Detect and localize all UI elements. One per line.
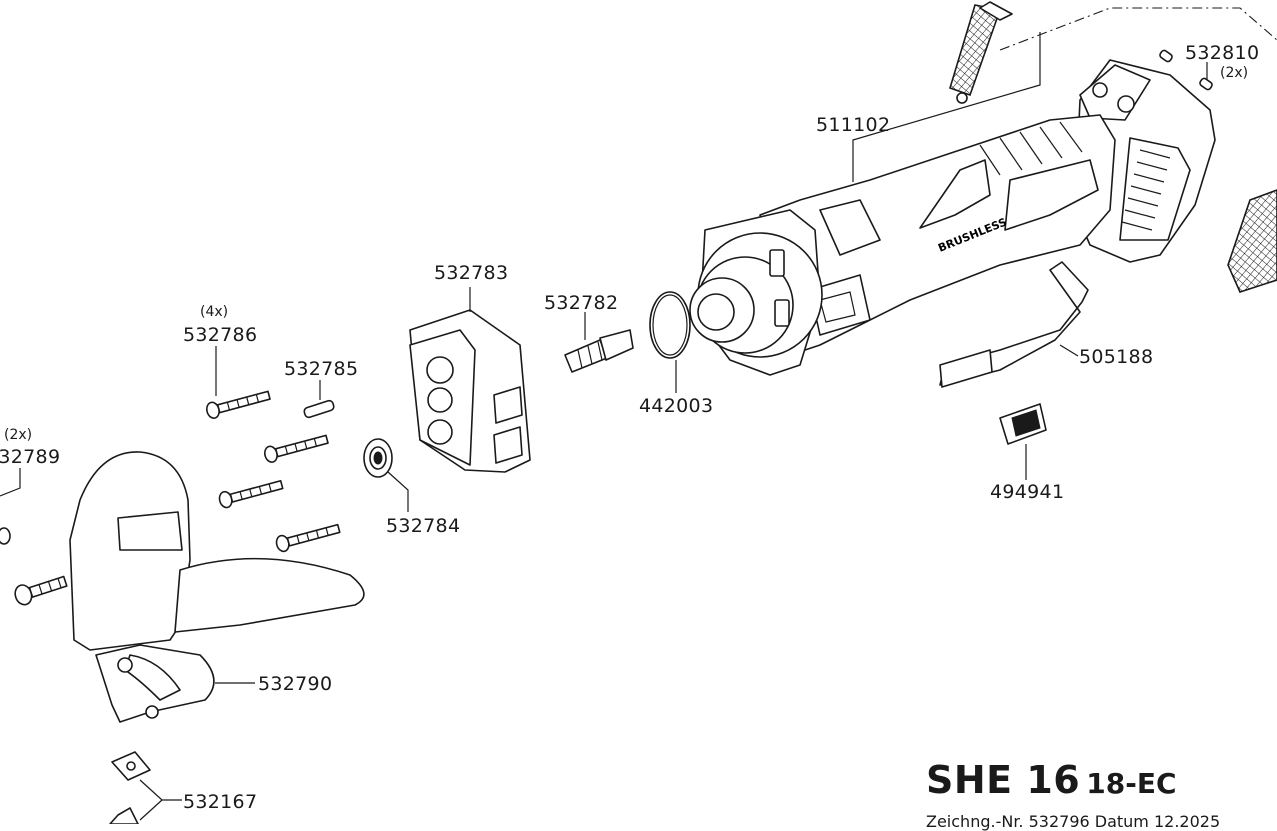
part-cover-right-drawing: [1227, 189, 1277, 293]
part-pins-532810-drawing: [1159, 49, 1213, 91]
label-532790: 532790: [258, 673, 333, 695]
label-494941: 494941: [990, 481, 1065, 503]
qty-532789: (2x): [4, 427, 33, 443]
qty-532786: (4x): [200, 304, 229, 320]
assembly-dash-lines: [852, 7, 1277, 182]
label-442003: 442003: [639, 395, 714, 417]
part-bearing-532784-drawing: [363, 438, 409, 512]
part-cover-top-drawing: [949, 1, 1013, 104]
part-clip-505188-drawing: [939, 261, 1089, 388]
label-532782: 532782: [544, 292, 619, 314]
part-gearhead-532783-drawing: [409, 287, 531, 473]
label-505188: 505188: [1079, 346, 1154, 368]
label-532783: 532783: [434, 262, 509, 284]
qty-532810: (2x): [1220, 65, 1249, 81]
part-housing-511102-drawing: [689, 59, 1216, 376]
part-nut-532167-drawing: [109, 751, 182, 824]
drawing-footer: Zeichng.-Nr. 532796 Datum 12.2025: [926, 812, 1221, 831]
label-532810: 532810: [1185, 42, 1260, 64]
label-532785: 532785: [284, 358, 359, 380]
part-screws-532789-drawing: [0, 468, 68, 606]
part-button-494941-drawing: [999, 403, 1047, 480]
label-511102: 511102: [816, 114, 891, 136]
model-name: SHE 16: [926, 758, 1081, 802]
part-shaft-532782-drawing: [564, 312, 634, 373]
part-screws-532786-drawing: [205, 346, 341, 553]
label-532167: 532167: [183, 791, 258, 813]
label-532784: 532784: [386, 515, 461, 537]
part-shear-532790-drawing: [69, 451, 365, 723]
part-oring-442003-drawing: [649, 291, 691, 393]
label-532789: 532789: [0, 446, 61, 468]
part-pin-532785-drawing: [303, 380, 335, 419]
label-532786: 532786: [183, 324, 258, 346]
model-variant: 18-EC: [1086, 767, 1177, 800]
